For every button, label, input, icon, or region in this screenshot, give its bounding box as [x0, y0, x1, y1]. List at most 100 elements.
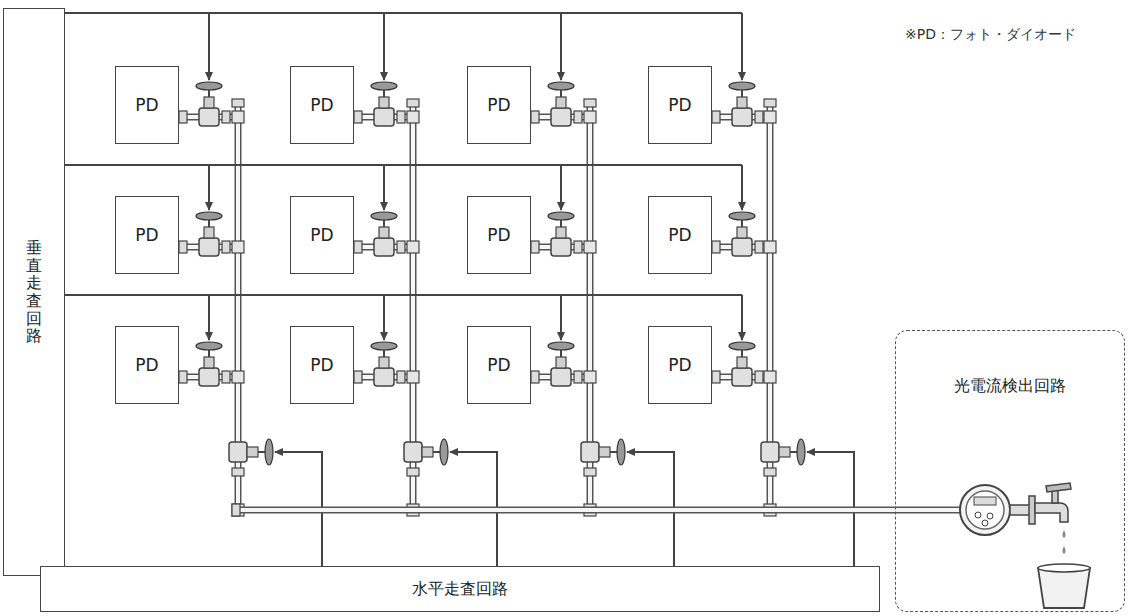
scan-circuit-box: 垂直走査回路: [3, 8, 65, 576]
pipe-fitting: [397, 371, 405, 383]
scan-circuit-box: 水平走査回路: [40, 566, 880, 612]
pipe: [238, 507, 960, 514]
valve-body: [551, 368, 571, 386]
valve-body: [374, 108, 394, 126]
valve-body: [732, 238, 752, 256]
pipe-fitting: [755, 111, 763, 123]
valve-body: [732, 108, 752, 126]
pipe: [588, 103, 592, 442]
control-line: [560, 13, 562, 80]
pipe: [768, 103, 772, 442]
component-label: PD: [310, 225, 333, 245]
valve-bonnet: [204, 97, 214, 108]
pipe-fitting: [407, 468, 419, 476]
pipe-tee: [764, 111, 776, 123]
valve-handle: [196, 82, 222, 90]
pipe: [236, 103, 240, 442]
valve-handle: [371, 212, 397, 220]
control-line: [208, 295, 210, 340]
photodiode-box: PD: [115, 66, 179, 144]
control-line: [208, 13, 210, 80]
valve-body: [374, 368, 394, 386]
pipe-fitting: [232, 99, 244, 107]
valve-handle: [729, 342, 755, 350]
pipe-tee: [584, 371, 596, 383]
valve-bonnet: [737, 357, 747, 368]
water-meter: [960, 485, 1010, 535]
photodiode-box: PD: [467, 196, 531, 274]
photodiode-box: PD: [115, 196, 179, 274]
pipe-tee: [764, 371, 776, 383]
control-line: [741, 165, 743, 210]
valve-body: [761, 442, 779, 462]
pipe-tee: [407, 241, 419, 253]
valve-handle: [265, 439, 273, 465]
pipe-tee: [232, 111, 244, 123]
control-line: [65, 12, 742, 14]
pipe-fitting: [531, 241, 539, 253]
control-line: [65, 164, 742, 166]
photodiode-box: PD: [467, 66, 531, 144]
pipe-tee: [584, 111, 596, 123]
photodiode-box: PD: [648, 66, 712, 144]
valve-handle: [617, 439, 625, 465]
valve-body: [581, 442, 599, 462]
valve-bonnet: [556, 357, 566, 368]
valve-body: [374, 238, 394, 256]
control-line: [208, 165, 210, 210]
pipe: [411, 103, 415, 442]
pipe-network: [65, 13, 960, 566]
valve-bonnet: [556, 227, 566, 238]
valve-body: [199, 108, 219, 126]
pipe-fitting: [712, 241, 720, 253]
pipe: [235, 103, 242, 442]
valve-bonnet: [737, 227, 747, 238]
control-line: [383, 165, 385, 210]
pipe-fitting: [531, 371, 539, 383]
photodiode-box: PD: [648, 326, 712, 404]
valve-handle: [196, 342, 222, 350]
valve-handle: [729, 212, 755, 220]
valve-bonnet: [204, 227, 214, 238]
component-label: PD: [668, 355, 691, 375]
photodiode-box: PD: [467, 326, 531, 404]
valve-handle: [548, 342, 574, 350]
pipe: [767, 103, 774, 442]
valve-handle: [440, 439, 448, 465]
component-label: PD: [310, 95, 333, 115]
pipe-fitting: [755, 371, 763, 383]
pipe-tee: [232, 241, 244, 253]
circuit-name: 垂直走査回路: [26, 239, 42, 345]
valve-body: [732, 368, 752, 386]
component-label: PD: [135, 95, 158, 115]
pipe-fitting: [222, 111, 230, 123]
pipe-tee: [232, 371, 244, 383]
pipe-fitting: [574, 111, 582, 123]
pipe-fitting: [407, 99, 419, 107]
photodiode-box: PD: [648, 196, 712, 274]
valve-bonnet: [204, 357, 214, 368]
pipe: [410, 103, 417, 442]
photodiode-box: PD: [290, 66, 354, 144]
control-line: [741, 295, 743, 340]
valve-handle: [548, 82, 574, 90]
valve-handle: [729, 82, 755, 90]
control-line: [741, 13, 743, 80]
pipe-fitting: [354, 111, 362, 123]
valve-bonnet: [422, 447, 433, 457]
control-line: [560, 165, 562, 210]
valve-bonnet: [737, 97, 747, 108]
valve-handle: [371, 82, 397, 90]
region-name: 光電流検出回路: [954, 376, 1066, 397]
valve-bonnet: [599, 447, 610, 457]
control-line: [65, 294, 742, 296]
pipe: [587, 103, 594, 442]
pipe: [238, 508, 960, 512]
pipe-fitting: [179, 241, 187, 253]
valve-bonnet: [556, 97, 566, 108]
photodiode-box: PD: [290, 196, 354, 274]
valve-bonnet: [379, 357, 389, 368]
valve-bonnet: [379, 97, 389, 108]
valve-bonnet: [379, 227, 389, 238]
pipe-fitting: [397, 241, 405, 253]
